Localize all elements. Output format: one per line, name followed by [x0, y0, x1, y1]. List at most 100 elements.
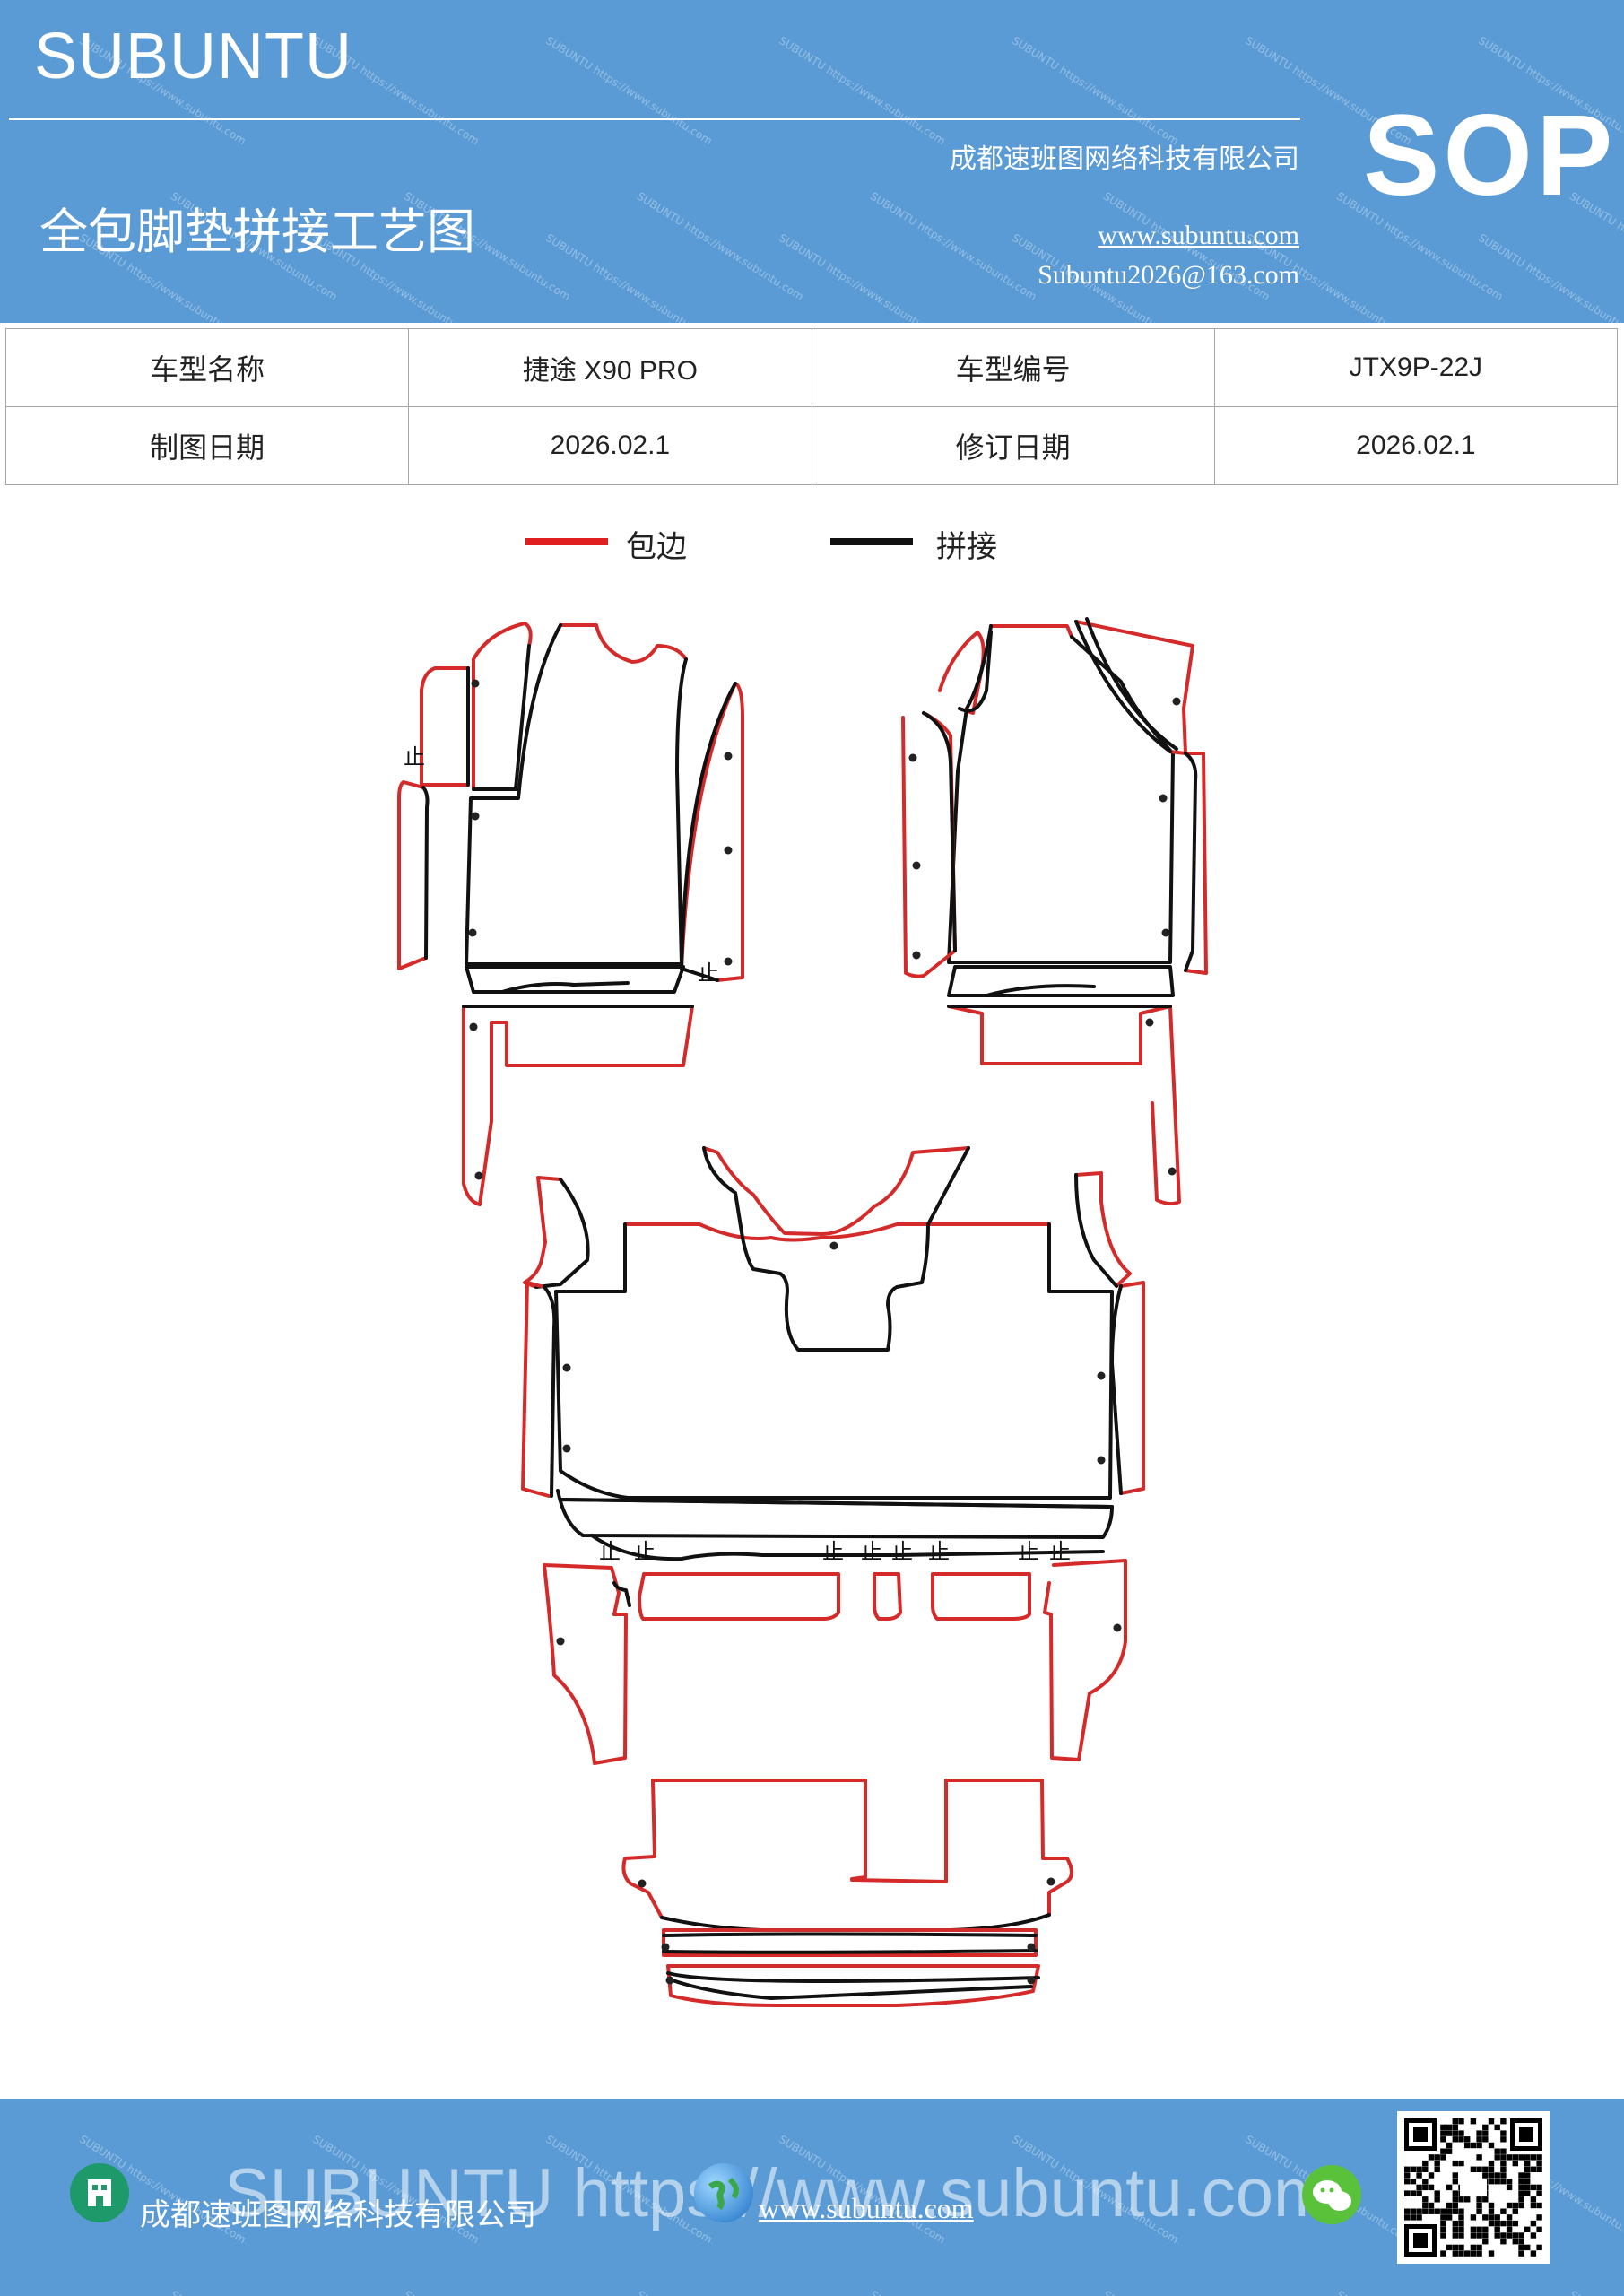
mat-edge: [523, 1176, 562, 1289]
mat-edge: [1119, 1281, 1145, 1495]
fastener-dot: [1145, 1018, 1154, 1027]
table-row: 制图日期 2026.02.1 修订日期 2026.02.1: [4, 406, 1619, 485]
footer-website-link[interactable]: www.subuntu.com: [759, 2192, 974, 2224]
mat-seam: [662, 1949, 1038, 1954]
mat-edge: [873, 1572, 902, 1621]
watermark-text: SUBUNTU https://www.subuntu.com: [402, 2289, 573, 2296]
mat-edge: [989, 624, 1073, 639]
floor-mat-diagram: 止止止止止止止止止止: [397, 617, 1208, 2007]
watermark-text: SUBUNTU https://www.subuntu.com: [868, 190, 1039, 303]
watermark-text: SUBUNTU https://www.subuntu.com: [1101, 2289, 1272, 2296]
mat-seam: [666, 1971, 1040, 1983]
website-link[interactable]: www.subuntu.com: [1098, 221, 1299, 250]
watermark-text: SUBUNTU https://www.subuntu.com: [1568, 2289, 1624, 2296]
building-icon: [70, 2163, 129, 2222]
mat-edge: [666, 1964, 1040, 2007]
fastener-dot: [556, 1637, 565, 1646]
mat-seam: [559, 1498, 1114, 1509]
watermark-text: SUBUNTU https://www.subuntu.com: [543, 34, 715, 147]
fastener-dot: [1027, 1976, 1036, 1985]
stop-mark: 止: [1049, 1539, 1071, 1564]
mat-edge: [938, 631, 986, 715]
mat-edge: [420, 666, 470, 787]
watermark-text: SUBUNTU https://www.subuntu.com: [1334, 2289, 1506, 2296]
fastener-dot: [471, 679, 480, 688]
mat-seam: [702, 1146, 970, 1352]
mat-seam: [1085, 617, 1178, 751]
stop-mark: 止: [634, 1539, 656, 1564]
mat-seam: [612, 1581, 631, 1607]
mat-seam: [947, 624, 1175, 964]
stop-mark: 止: [928, 1539, 950, 1564]
fastener-dot: [665, 1976, 674, 1985]
value-model-name: 捷途 X90 PRO: [408, 328, 812, 407]
stop-mark: 止: [822, 1539, 844, 1564]
legend-label-edging: 包边: [626, 529, 687, 565]
mat-edge: [623, 1222, 1051, 1242]
watermark-text: SUBUNTU https://www.subuntu.com: [543, 231, 715, 323]
footer-company-name: 成都速班图网络科技有限公司: [140, 2197, 536, 2233]
fastener-dot: [1097, 1456, 1106, 1465]
fastener-dot: [1161, 928, 1170, 937]
fastener-dot: [1168, 1167, 1177, 1176]
stop-mark: 止: [1018, 1539, 1039, 1564]
watermark-text: SUBUNTU https://www.subuntu.com: [169, 2289, 340, 2296]
legend-label-seam: 拼接: [936, 529, 997, 565]
stop-mark: 止: [404, 744, 425, 770]
watermark-text: SUBUNTU https://www.subuntu.com: [1476, 231, 1624, 323]
mat-seam: [556, 1489, 1114, 1539]
fastener-dot: [1172, 697, 1181, 706]
mat-seam: [680, 682, 737, 982]
wechat-icon: [1302, 2165, 1361, 2224]
mat-edge: [638, 1572, 840, 1621]
mat-edge: [947, 1004, 1181, 1206]
fastener-dot: [829, 1241, 838, 1250]
watermark-text: SUBUNTU https://www.subuntu.com: [1010, 34, 1181, 147]
globe-icon: [694, 2163, 753, 2222]
mat-edge: [521, 1281, 551, 1498]
value-model-code: JTX9P-22J: [1213, 328, 1619, 407]
mat-seam: [421, 786, 430, 960]
mat-seam: [534, 1178, 590, 1289]
watermark-text: SUBUNTU https://www.subuntu.com: [635, 2289, 806, 2296]
mat-edge: [901, 711, 957, 978]
mat-seam: [465, 965, 685, 994]
fastener-dot: [562, 1363, 571, 1372]
mat-edge: [702, 1146, 970, 1236]
fastener-dot: [912, 951, 921, 960]
mat-seam: [660, 1913, 1051, 1932]
fastener-dot: [562, 1444, 571, 1453]
qr-code[interactable]: [1397, 2111, 1550, 2264]
footer-watermark-text: SUBUNTU https://www.subuntu.com: [224, 2155, 1331, 2231]
mat-seam: [958, 631, 993, 713]
mat-edge: [543, 1563, 628, 1765]
mat-seam: [554, 1222, 1114, 1500]
label-model-name: 车型名称: [4, 328, 410, 407]
legend-swatch-edging: [525, 538, 608, 545]
stop-mark: 止: [861, 1539, 882, 1564]
mat-seam: [662, 1932, 1038, 1937]
value-draw-date: 2026.02.1: [408, 406, 812, 485]
legend: 包边 拼接: [0, 522, 1624, 576]
value-revision-date: 2026.02.1: [1213, 406, 1619, 485]
mat-seam: [1184, 752, 1198, 972]
fastener-dot: [724, 846, 733, 855]
mat-seam: [500, 981, 630, 994]
watermark-text: SUBUNTU https://www.subuntu.com: [635, 190, 806, 303]
email-address: Subuntu2026@163.com: [1038, 260, 1299, 290]
fastener-dot: [1027, 1943, 1036, 1952]
mat-edge: [680, 682, 744, 982]
mat-seam: [947, 965, 1175, 997]
fastener-dot: [1113, 1623, 1122, 1632]
fastener-dot: [471, 812, 480, 821]
label-model-code: 车型编号: [811, 328, 1215, 407]
mat-seam: [671, 1979, 1033, 2000]
header-divider: [9, 118, 1300, 120]
fastener-dot: [468, 928, 477, 937]
fastener-dot: [638, 1879, 647, 1888]
fastener-dot: [1097, 1371, 1106, 1380]
page-title: 全包脚垫拼接工艺图: [39, 204, 475, 260]
watermark-text: SUBUNTU https://www.subuntu.com: [777, 231, 948, 323]
